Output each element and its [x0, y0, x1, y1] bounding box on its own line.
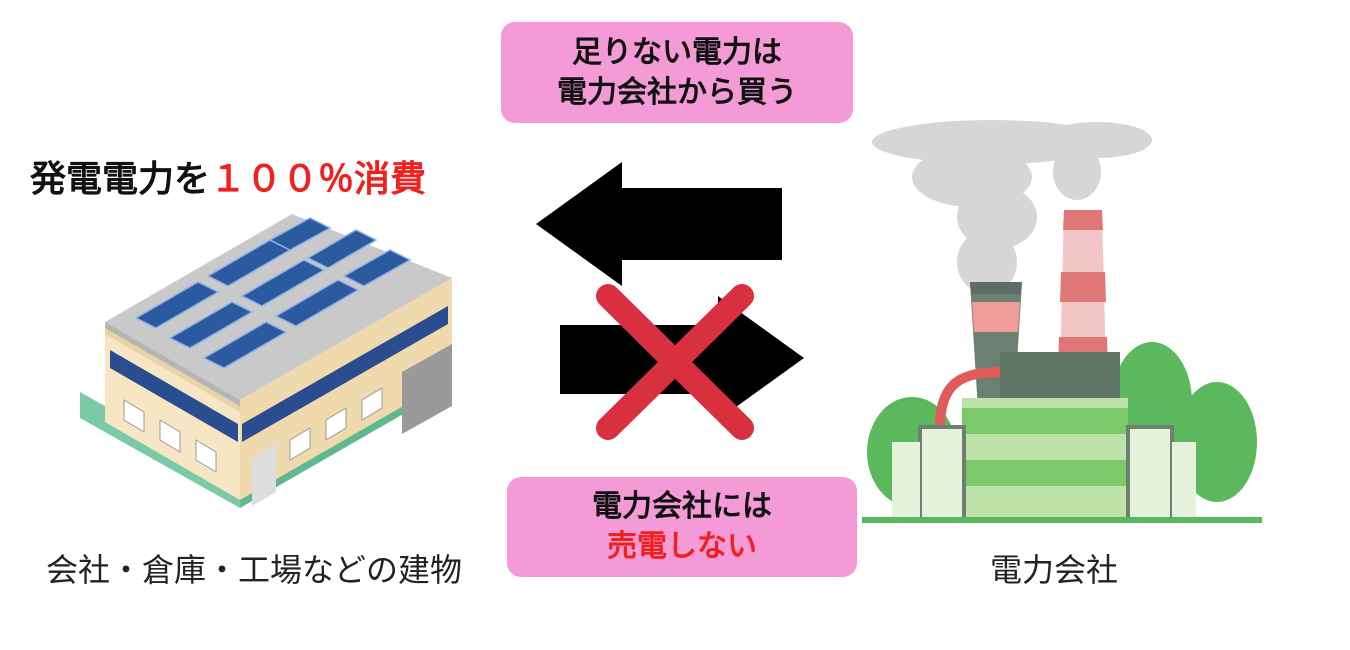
headline: 発電電力を１００％消費	[30, 150, 426, 202]
buy-power-line2: 電力会社から買う	[557, 74, 797, 110]
no-sell-line1: 電力会社には	[592, 489, 772, 524]
headline-accent: １００％消費	[210, 159, 427, 200]
cross-icon	[596, 284, 754, 440]
left-arrow-icon	[536, 162, 782, 286]
power-plant-icon	[862, 120, 1262, 523]
building-caption: 会社・倉庫・工場などの建物	[46, 551, 463, 589]
buy-power-line1: 足りない電力は	[572, 34, 782, 70]
no-sell-line2: 売電しない	[607, 529, 757, 564]
solar-building-icon	[80, 214, 452, 508]
utility-caption: 電力会社	[990, 551, 1119, 589]
no-sell-box: 電力会社には 売電しない	[507, 477, 857, 577]
headline-part1: 発電電力を	[30, 159, 211, 200]
buy-power-box: 足りない電力は 電力会社から買う	[501, 22, 853, 123]
